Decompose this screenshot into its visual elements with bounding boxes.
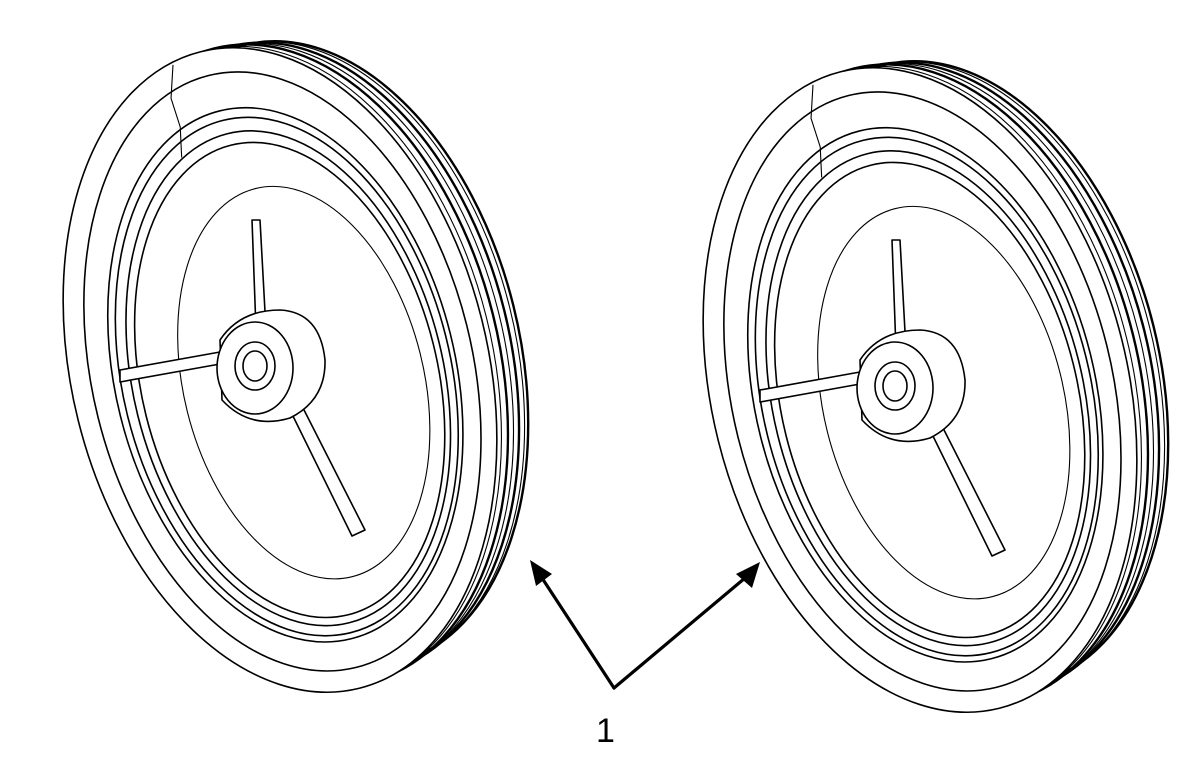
callout-leader-left (540, 576, 616, 690)
callout-1: 1 (530, 560, 760, 750)
wheel-right (702, 60, 1170, 714)
wheel-left-hub (119, 219, 366, 537)
callout-arrowhead-right (736, 562, 760, 588)
wheel-right-hub (759, 239, 1006, 557)
callout-arrowhead-left (530, 560, 552, 586)
callout-leader-right (612, 576, 747, 690)
wheel-left (62, 40, 530, 694)
callout-label: 1 (596, 712, 615, 750)
